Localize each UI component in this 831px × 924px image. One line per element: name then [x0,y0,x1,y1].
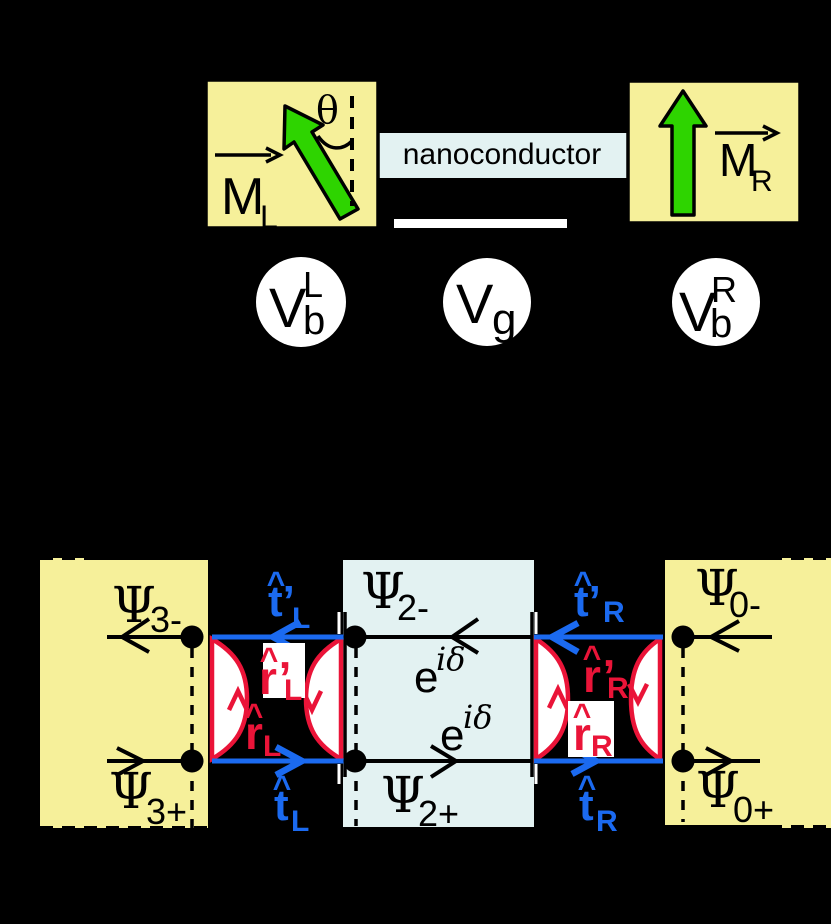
r-prime-right-symbol: r’ [583,650,615,702]
magnetization-arrow-left-icon [282,104,360,221]
psi-2-plus-symbol: Ψ [381,766,425,824]
t-left-symbol: t [274,781,289,830]
theta-label: θ [316,88,339,132]
t-right-hat: ^ [578,769,597,805]
r-right-hat: ^ [573,697,592,733]
psi-3-plus-symbol: Ψ [109,762,153,820]
m-left-vector-arrowhead-icon [265,146,284,164]
psi-2-plus-subscript: 2+ [418,793,459,834]
junction-dot [671,749,695,773]
t-prime-right-symbol: t’ [574,577,601,626]
r-left-symbol: r [245,707,263,759]
gate-voltage-symbol: V [456,272,494,335]
m-right-vector-arrowhead-icon [762,124,781,142]
bias-left-symbol: V [269,276,307,339]
junction-dot [671,625,695,649]
wave-arrow-center-lower-icon [429,744,460,779]
r-prime-right-subscript: R [607,672,629,705]
psi-2-minus-symbol: Ψ [361,562,405,620]
r-prime-left-subscript: L [284,674,302,707]
t-left-hat: ^ [273,769,292,805]
wave-arrow-left-in-icon [116,746,148,777]
psi-3-minus-symbol: Ψ [112,576,156,634]
nanoconductor-label: nanoconductor [403,138,602,171]
label-patch-r-prime-left [263,643,305,698]
phase-upper-exponent: iδ [436,640,466,678]
t-prime-right-hat: ^ [574,565,593,601]
psi-3-minus-subscript: 3- [150,599,182,640]
bias-right-subscript: b [710,302,732,346]
gate-voltage-circle [443,258,531,346]
nanoconductor-bar [378,133,628,178]
reflection-lens-left-outer [209,635,250,763]
theta-angle-arc [316,134,354,150]
psi-0-minus-symbol: Ψ [695,559,739,617]
t-prime-left-symbol: t’ [268,577,295,626]
phase-lower-base: e [440,711,464,760]
bias-left-subscript: b [303,299,325,343]
magnetization-arrow-right-icon [658,89,708,217]
reflection-arrow-up-right-icon [546,683,570,709]
r-prime-left-hat: ^ [260,641,279,677]
r-right-symbol: r [573,708,591,760]
right-lead-box [664,558,831,828]
conductor-region-box [343,560,534,827]
junction-dot [343,749,367,773]
phase-upper-base: e [414,653,438,702]
wave-arrow-right-out-icon [705,746,736,777]
wave-arrow-center-upper-icon [448,617,480,655]
reflection-arrow-down-left-icon [300,690,324,716]
gate-voltage-subscript: g [492,295,516,344]
junction-dot [180,625,204,649]
psi-0-minus-subscript: 0- [729,584,761,625]
t-right-symbol: t [579,781,594,830]
transmission-arrow-right-lower-left-icon [274,744,309,778]
t-left-subscript: L [291,805,309,838]
junction-dot [180,749,204,773]
t-prime-right-subscript: R [603,596,625,629]
m-right-subscript: R [751,165,773,198]
bias-right-circle [672,258,760,346]
transmission-arrow-left-upper-right-icon [545,620,580,655]
phase-lower-exponent: iδ [463,698,493,736]
t-prime-left-subscript: L [292,602,310,635]
m-right-symbol: M [719,134,757,186]
right-electrode-box [626,79,802,225]
bias-left-superscript: L [303,264,323,305]
psi-3-plus-subscript: 3+ [146,791,187,832]
m-left-subscript: L [260,199,278,235]
m-left-symbol: M [221,168,264,226]
psi-0-plus-subscript: 0+ [733,789,774,830]
gate-electrode-bar [394,219,567,228]
reflection-arrow-down-right-icon [626,682,650,708]
t-right-subscript: R [596,805,618,838]
junction-dot [343,625,367,649]
reflection-arrow-up-left-icon [226,685,250,711]
bias-right-symbol: V [679,280,717,343]
r-left-hat: ^ [245,697,264,733]
panel-b-scattering-diagram: Ψ 3- Ψ 3+ Ψ 2- Ψ 2+ Ψ 0- Ψ 0+ e iδ e iδ … [40,556,831,838]
psi-2-minus-subscript: 2- [397,587,429,628]
left-lead-box [40,558,208,828]
t-prime-left-hat: ^ [267,565,286,601]
bias-right-superscript: R [711,269,737,310]
wave-arrow-left-out-icon [118,617,151,654]
psi-0-plus-symbol: Ψ [696,761,740,819]
r-prime-left-symbol: r’ [259,652,291,704]
panel-a-device-schematic: nanoconductor θ M L M R V L b V g V R b [204,78,802,347]
r-right-subscript: R [591,730,613,763]
r-left-subscript: L [263,730,281,763]
reflection-lens-right-outer [628,634,663,764]
wave-arrow-right-in-icon [706,619,740,653]
r-prime-right-hat: ^ [583,639,602,675]
label-patch-r-right [568,701,614,757]
bias-left-circle [256,257,346,347]
